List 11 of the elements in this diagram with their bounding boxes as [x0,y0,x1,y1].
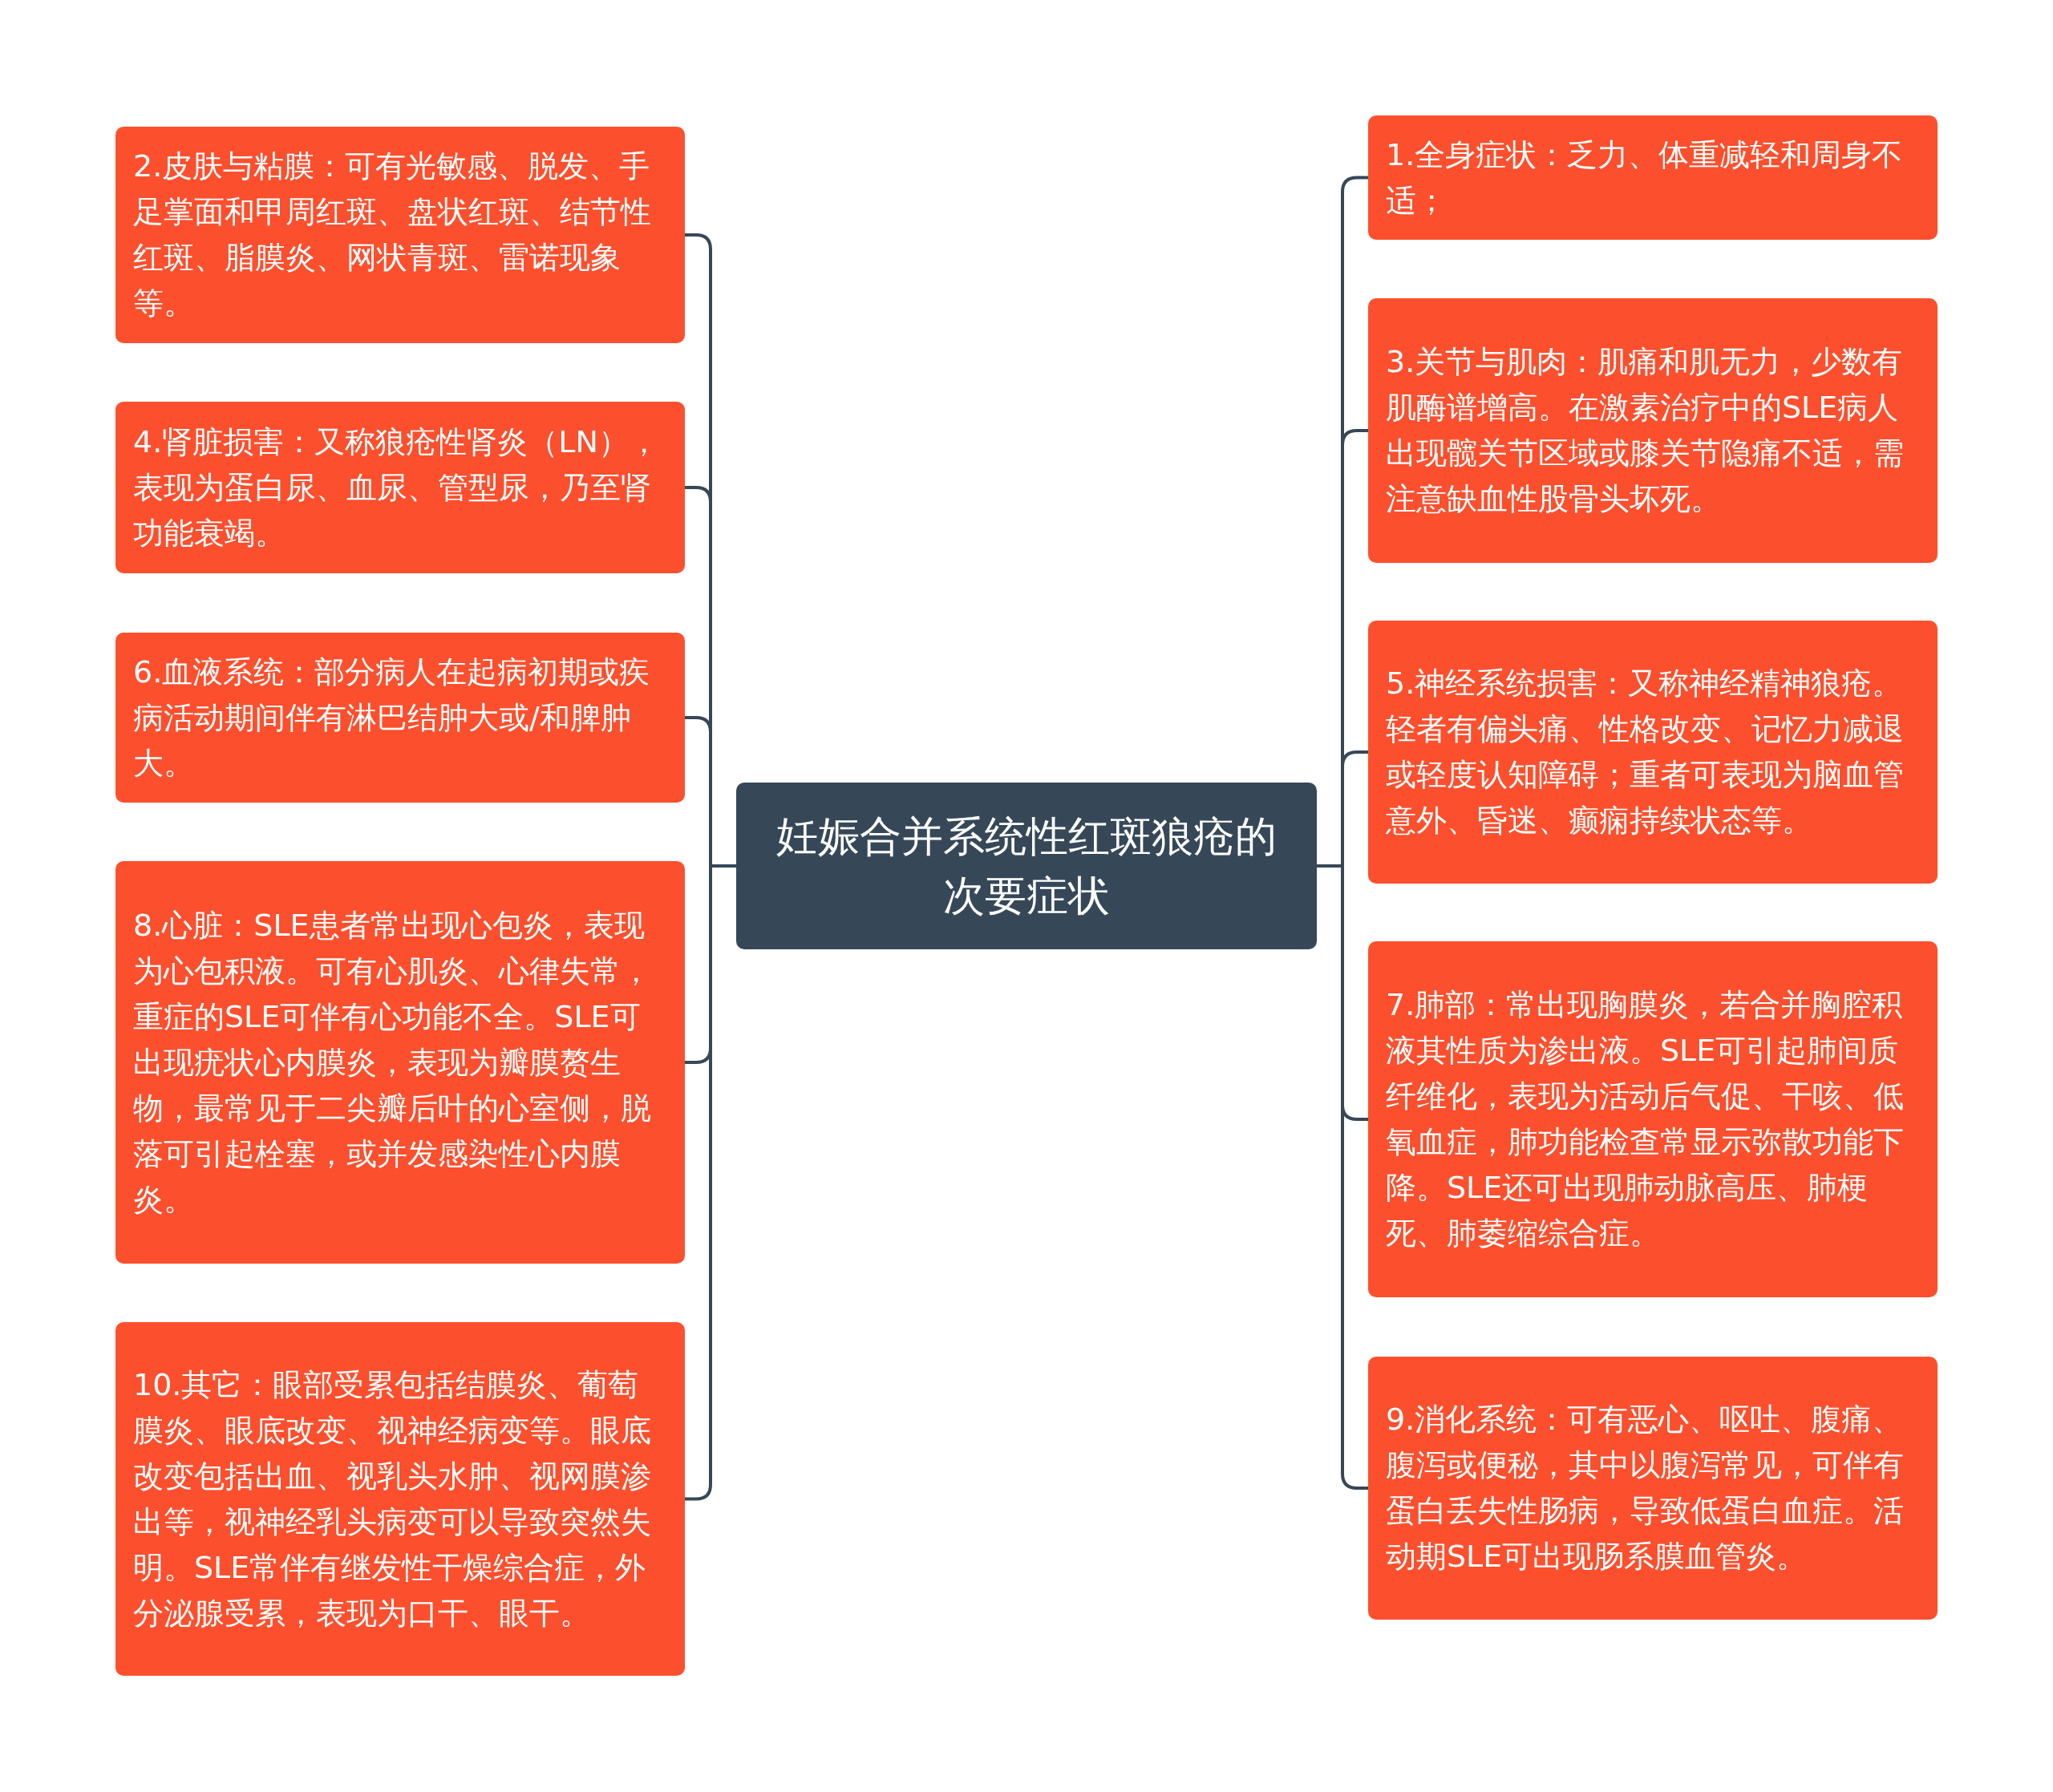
topic-box: 4.肾脏损害：又称狼疮性肾炎（LN），表现为蛋白尿、血尿、管型尿，乃至肾功能衰竭。 [115,402,685,573]
topic-box: 10.其它：眼部受累包括结膜炎、葡萄膜炎、眼底改变、视神经病变等。眼底改变包括出血、视乳头水肿、视网膜渗出等，视神经乳头病变可以导致突然失明。SLE常伴有继发性干燥综合症，外分泌腺受累，表现为口干、眼干。 [115,1322,685,1676]
topic-box: 5.神经系统损害：又称神经精神狼疮。轻者有偏头痛、性格改变、记忆力减退或轻度认知障碍；重者可表现为脑血管意外、昏迷、癫痫持续状态等。 [1368,621,1938,884]
topic-box: 1.全身症状：乏力、体重减轻和周身不适； [1368,115,1938,240]
topic-box: 3.关节与肌肉：肌痛和肌无力，少数有肌酶谱增高。在激素治疗中的SLE病人出现髋关节区域或膝关节隐痛不适，需注意缺血性股骨头坏死。 [1368,298,1938,563]
topic-box: 9.消化系统：可有恶心、呕吐、腹痛、腹泻或便秘，其中以腹泻常见，可伴有蛋白丢失性肠病，导致低蛋白血症。活动期SLE可出现肠系膜血管炎。 [1368,1357,1938,1620]
central-topic-box: 妊娠合并系统性红斑狼疮的次要症状 [736,783,1317,949]
topic-box: 6.血液系统：部分病人在起病初期或疾病活动期间伴有淋巴结肿大或/和脾肿大。 [115,633,685,803]
topic-box: 7.肺部：常出现胸膜炎，若合并胸腔积液其性质为渗出液。SLE可引起肺间质纤维化，表现为活动后气促、干咳、低氧血症，肺功能检查常显示弥散功能下降。SLE还可出现肺动脉高压、肺梗死、肺萎缩综合症。 [1368,941,1938,1297]
topic-box: 2.皮肤与粘膜：可有光敏感、脱发、手足掌面和甲周红斑、盘状红斑、结节性红斑、脂膜炎、网状青斑、雷诺现象等。 [115,127,685,343]
topic-box: 8.心脏：SLE患者常出现心包炎，表现为心包积液。可有心肌炎、心律失常，重症的SLE可伴有心功能不全。SLE可出现疣状心内膜炎，表现为瓣膜赘生物，最常见于二尖瓣后叶的心室侧，脱落可引起栓塞，或并发感染性心内膜炎。 [115,861,685,1264]
